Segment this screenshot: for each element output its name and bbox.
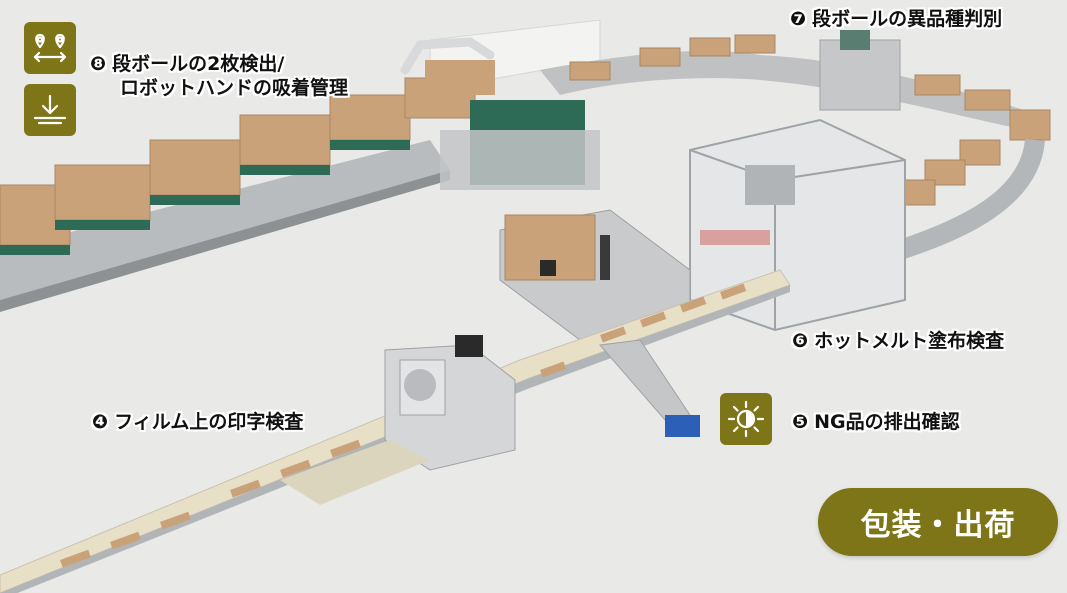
label-step-8-line2: ロボットハンドの吸着管理 [120, 76, 349, 99]
flow-wrapper [280, 335, 516, 505]
case-packer [499, 209, 691, 341]
label-step-6-text: ホットメルト塗布検査 [814, 330, 1005, 352]
download-tray-icon [24, 84, 76, 136]
back-conveyor [0, 37, 600, 312]
label-step-8-line1: 段ボールの2枚検出/ [112, 53, 285, 75]
label-step-7-text: 段ボールの異品種判別 [812, 8, 1003, 30]
shipping-badge: 包装・出荷 [818, 488, 1058, 556]
step-number-8: ❽ [90, 53, 107, 75]
step-number-6: ❻ [792, 330, 809, 352]
step-number-5: ❺ [792, 411, 809, 433]
brightness-contrast-icon [720, 393, 772, 445]
location-distance-icon [24, 22, 76, 74]
label-step-4-text: フィルム上の印字検査 [114, 411, 304, 433]
step-number-4: ❹ [92, 411, 109, 433]
step-number-7: ❼ [790, 8, 807, 30]
label-step-5-text: NG品の排出確認 [814, 411, 960, 433]
glass-cell [689, 118, 906, 332]
